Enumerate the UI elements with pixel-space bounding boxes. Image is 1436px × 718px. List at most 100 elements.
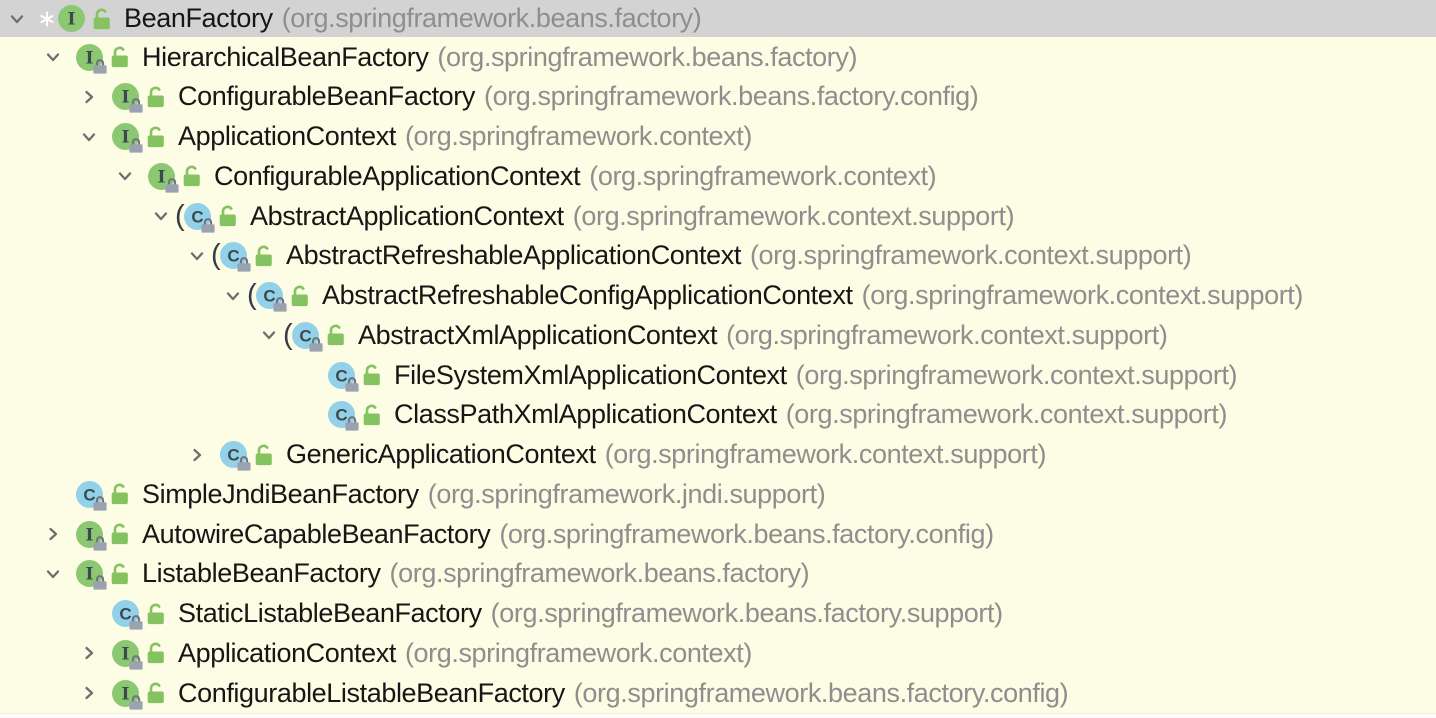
chevron-down-icon[interactable] xyxy=(224,287,242,305)
readonly-lock-icon xyxy=(129,96,143,113)
public-access-icon xyxy=(145,125,166,149)
package-name: (org.springframework.context.support) xyxy=(726,319,1168,350)
interface-icon: I xyxy=(76,560,107,590)
tree-row[interactable]: I ConfigurableApplicationContext (org.sp… xyxy=(0,156,1436,196)
class-name: AutowireCapableBeanFactory xyxy=(142,518,491,549)
chevron-right-icon[interactable] xyxy=(80,88,98,106)
tree-row[interactable]: I ApplicationContext (org.springframewor… xyxy=(0,117,1436,157)
interface-icon: I xyxy=(58,5,85,33)
public-access-icon xyxy=(109,522,130,546)
readonly-lock-icon xyxy=(237,255,251,272)
readonly-lock-icon xyxy=(129,653,143,670)
tree-row[interactable]: I ListableBeanFactory (org.springframewo… xyxy=(0,554,1436,594)
readonly-lock-icon xyxy=(93,534,107,551)
public-access-icon xyxy=(145,641,166,665)
abstract-marker: ( xyxy=(247,279,257,312)
package-name: (org.springframework.context.support) xyxy=(861,280,1304,311)
public-access-icon xyxy=(253,244,274,268)
tree-row[interactable]: C ClassPathXmlApplicationContext (org.sp… xyxy=(0,395,1436,435)
interface-icon: I xyxy=(112,123,143,153)
readonly-lock-icon xyxy=(237,454,251,471)
svg-text:C: C xyxy=(83,485,95,504)
class-name: ConfigurableApplicationContext xyxy=(214,160,581,191)
class-name: AbstractRefreshableConfigApplicationCont… xyxy=(322,280,853,311)
interface-icon: I xyxy=(148,162,179,193)
package-name: (org.springframework.context) xyxy=(404,121,752,152)
public-access-icon xyxy=(109,562,130,586)
class-name: ListableBeanFactory xyxy=(142,558,381,589)
svg-text:I: I xyxy=(86,48,94,68)
package-name: (org.springframework.context.support) xyxy=(604,439,1047,470)
tree-row[interactable]: (C AbstractXmlApplicationContext (org.sp… xyxy=(0,315,1436,355)
class-name: GenericApplicationContext xyxy=(286,439,596,470)
panel-bottom-edge xyxy=(0,713,1436,718)
svg-text:C: C xyxy=(227,247,239,266)
tree-row[interactable]: I BeanFactory (org.springframework.beans… xyxy=(0,0,1436,38)
package-name: (org.springframework.beans.factory.suppo… xyxy=(490,598,1003,629)
svg-text:I: I xyxy=(158,167,166,187)
readonly-lock-icon xyxy=(129,136,143,153)
public-access-icon xyxy=(109,45,130,69)
svg-text:C: C xyxy=(335,406,347,425)
class-name: ConfigurableBeanFactory xyxy=(178,81,475,112)
chevron-down-icon[interactable] xyxy=(116,167,134,185)
tree-row[interactable]: C SimpleJndiBeanFactory (org.springframe… xyxy=(0,474,1436,514)
tree-row[interactable]: I ApplicationContext (org.springframewor… xyxy=(0,633,1436,673)
package-name: (org.springframework.context.support) xyxy=(749,240,1192,271)
package-name: (org.springframework.beans.factory.confi… xyxy=(483,81,979,112)
svg-text:I: I xyxy=(122,128,130,148)
tree-row[interactable]: I AutowireCapableBeanFactory (org.spring… xyxy=(0,514,1436,554)
chevron-down-icon[interactable] xyxy=(80,128,98,146)
package-name: (org.springframework.context.support) xyxy=(795,359,1238,390)
chevron-right-icon[interactable] xyxy=(80,684,98,702)
chevron-down-icon[interactable] xyxy=(44,48,62,66)
class-name: AbstractRefreshableApplicationContext xyxy=(286,240,741,271)
chevron-down-icon[interactable] xyxy=(44,565,62,583)
tree-row[interactable]: (C AbstractRefreshableConfigApplicationC… xyxy=(0,276,1436,316)
tree-row[interactable]: I ConfigurableListableBeanFactory (org.s… xyxy=(0,673,1436,713)
chevron-right-icon[interactable] xyxy=(188,446,206,464)
public-access-icon xyxy=(361,403,382,427)
readonly-lock-icon xyxy=(93,573,107,590)
public-access-icon xyxy=(253,443,274,467)
chevron-down-icon[interactable] xyxy=(152,207,170,225)
public-access-icon xyxy=(181,164,202,188)
chevron-right-icon[interactable] xyxy=(44,525,62,543)
chevron-right-icon[interactable] xyxy=(80,644,98,662)
tree-row[interactable]: C FileSystemXmlApplicationContext (org.s… xyxy=(0,355,1436,395)
readonly-lock-icon xyxy=(345,414,359,431)
chevron-spacer xyxy=(296,366,314,384)
svg-text:C: C xyxy=(299,326,311,345)
tree-row[interactable]: I ConfigurableBeanFactory (org.springfra… xyxy=(0,77,1436,117)
tree-row[interactable]: (C AbstractApplicationContext (org.sprin… xyxy=(0,196,1436,236)
public-access-icon xyxy=(91,7,112,31)
interface-icon: I xyxy=(76,43,107,74)
tree-row[interactable]: (C AbstractRefreshableApplicationContext… xyxy=(0,236,1436,276)
package-name: (org.springframework.context.support) xyxy=(572,200,1015,231)
tree-row[interactable]: C GenericApplicationContext (org.springf… xyxy=(0,435,1436,475)
svg-text:C: C xyxy=(119,605,131,624)
svg-text:I: I xyxy=(122,88,130,108)
chevron-down-icon[interactable] xyxy=(8,10,26,28)
class-name: FileSystemXmlApplicationContext xyxy=(394,359,787,390)
public-access-icon xyxy=(325,323,346,347)
readonly-lock-icon xyxy=(201,216,215,233)
package-name: (org.springframework.beans.factory) xyxy=(437,41,858,72)
chevron-spacer xyxy=(296,406,314,424)
tree-row[interactable]: C StaticListableBeanFactory (org.springf… xyxy=(0,594,1436,634)
package-name: (org.springframework.context) xyxy=(404,637,752,668)
chevron-down-icon[interactable] xyxy=(260,326,278,344)
class-name: ClassPathXmlApplicationContext xyxy=(394,399,777,430)
interface-icon: I xyxy=(76,520,107,551)
package-name: (org.springframework.context.support) xyxy=(785,399,1228,430)
svg-text:C: C xyxy=(335,366,347,385)
readonly-lock-icon xyxy=(129,693,143,710)
public-access-icon xyxy=(217,204,238,228)
interface-icon: I xyxy=(112,679,143,710)
package-name: (org.springframework.context) xyxy=(589,160,937,191)
abstract-class-icon: (C xyxy=(211,239,251,272)
public-access-icon xyxy=(361,363,382,387)
tree-row[interactable]: I HierarchicalBeanFactory (org.springfra… xyxy=(0,37,1436,77)
chevron-down-icon[interactable] xyxy=(188,247,206,265)
svg-text:I: I xyxy=(122,684,130,704)
